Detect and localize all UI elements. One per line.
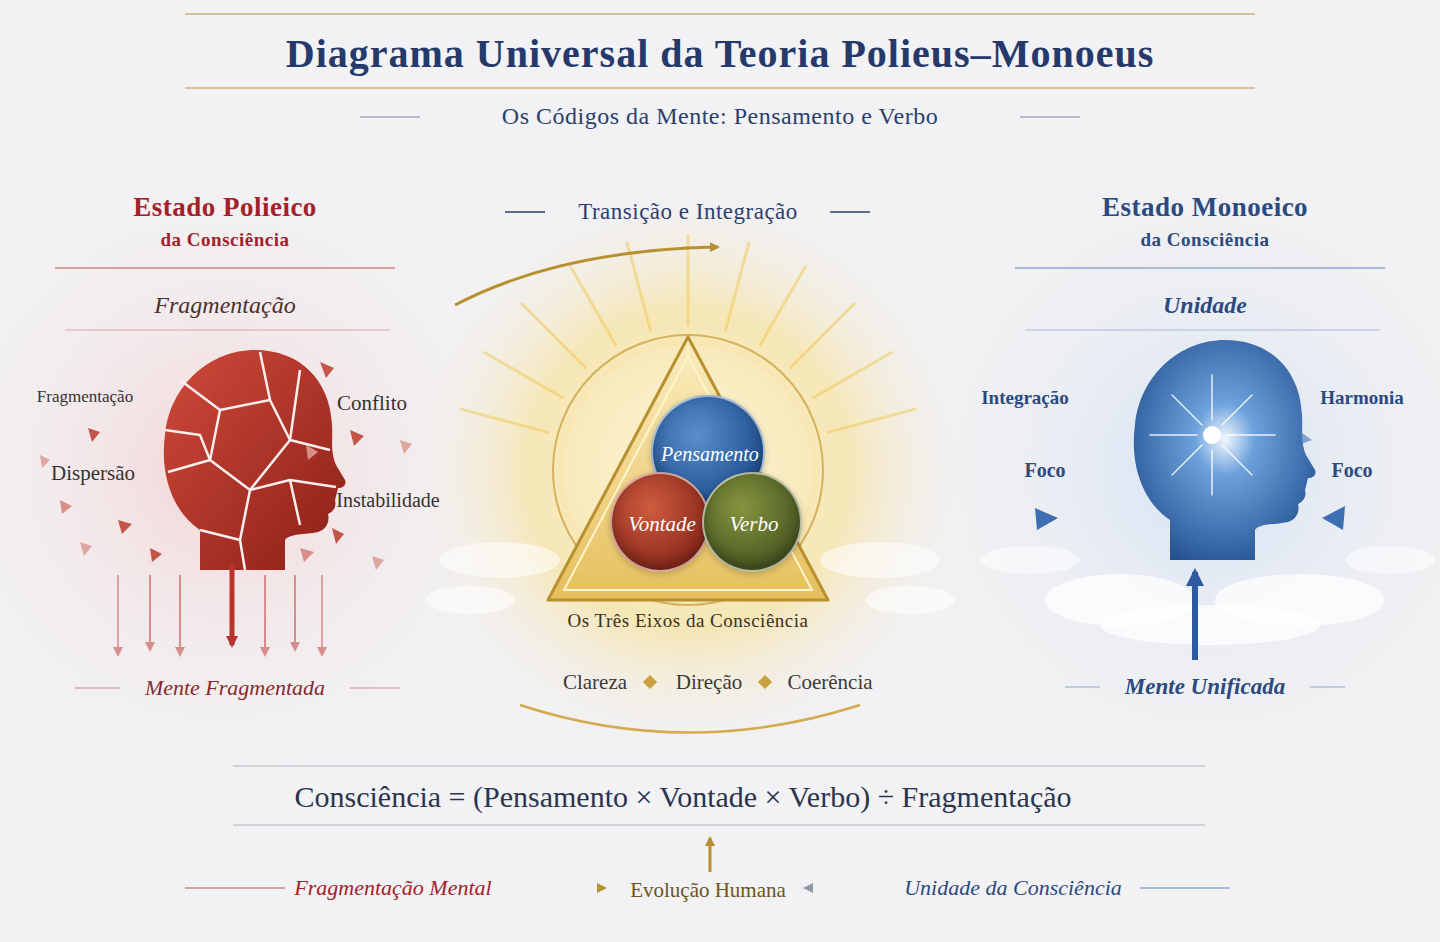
quality-label: Clareza: [563, 670, 627, 694]
state-theme: Fragmentação: [154, 292, 295, 320]
state-theme: Unidade: [1163, 292, 1247, 320]
trait-label: Harmonia: [1320, 387, 1403, 409]
flow-arrow: [805, 887, 885, 890]
state-caption: Mente Unificada: [1125, 674, 1285, 700]
state-caption: Mente Fragmentada: [145, 675, 325, 700]
circle-label: Pensamento: [661, 443, 759, 466]
diagram-title: Diagrama Universal da Teoria Polieus–Mon…: [286, 31, 1154, 77]
unified-head: [1134, 340, 1316, 560]
state-heading: Estado Monoeico: [1102, 192, 1308, 223]
will-circle: Vontade: [610, 472, 710, 572]
flow-label: Evolução Humana: [630, 878, 786, 902]
triangle-shape: [548, 337, 828, 600]
word-circle: Verbo: [702, 472, 802, 572]
triangle-inner-line: [564, 356, 812, 590]
trait-label: Integração: [981, 387, 1069, 409]
flow-arrow: [505, 887, 605, 890]
axes-triangle: Os Três Eixos da Consciência PensamentoVo…: [518, 332, 858, 642]
state-heading: Estado Polieico: [133, 192, 317, 223]
evolution-arrow: [709, 838, 712, 872]
circle-label: Vontade: [628, 512, 696, 536]
trait-label: Foco: [1331, 459, 1372, 482]
rule: [1310, 686, 1345, 687]
down-arrows: [75, 565, 400, 688]
gold-arc: [520, 705, 860, 733]
subtitle: Os Códigos da Mente: Pensamento e Verbo: [502, 103, 938, 131]
quality-label: Direção: [676, 670, 742, 694]
title-rules: [185, 14, 1255, 117]
clouds: [980, 546, 1435, 645]
trait-label: Conflito: [337, 391, 407, 415]
flow-label: Unidade da Consciência: [904, 875, 1122, 900]
rule: [185, 887, 285, 889]
state-subheading: da Consciência: [1141, 229, 1270, 251]
circle-label: Verbo: [730, 512, 779, 536]
section-heading: Transição e Integração: [578, 199, 798, 225]
separator-diamond: [643, 675, 657, 689]
formula-rule: [233, 824, 1205, 825]
focus-pointers: [1035, 430, 1345, 530]
trait-label: Fragmentação: [37, 387, 133, 407]
formula-rule: [233, 765, 1205, 766]
state-subheading: da Consciência: [161, 229, 290, 251]
flow-label: Fragmentação Mental: [294, 875, 491, 900]
formula: Consciência = (Pensamento × Vontade × Ve…: [294, 780, 1071, 815]
trait-label: Instabilidade: [336, 489, 439, 512]
triangle-heading: Os Três Eixos da Consciência: [568, 610, 809, 632]
fragmented-head: [164, 350, 346, 570]
rule: [1140, 887, 1230, 889]
heading-rules: [55, 212, 1385, 330]
up-arrow: [1192, 572, 1198, 660]
separator-diamond: [758, 675, 772, 689]
center-glow: [398, 180, 978, 760]
quality-label: Coerência: [787, 670, 872, 694]
rule: [1065, 686, 1100, 687]
transition-arc: [455, 247, 718, 305]
trait-label: Dispersão: [51, 461, 135, 485]
trait-label: Foco: [1024, 459, 1065, 482]
